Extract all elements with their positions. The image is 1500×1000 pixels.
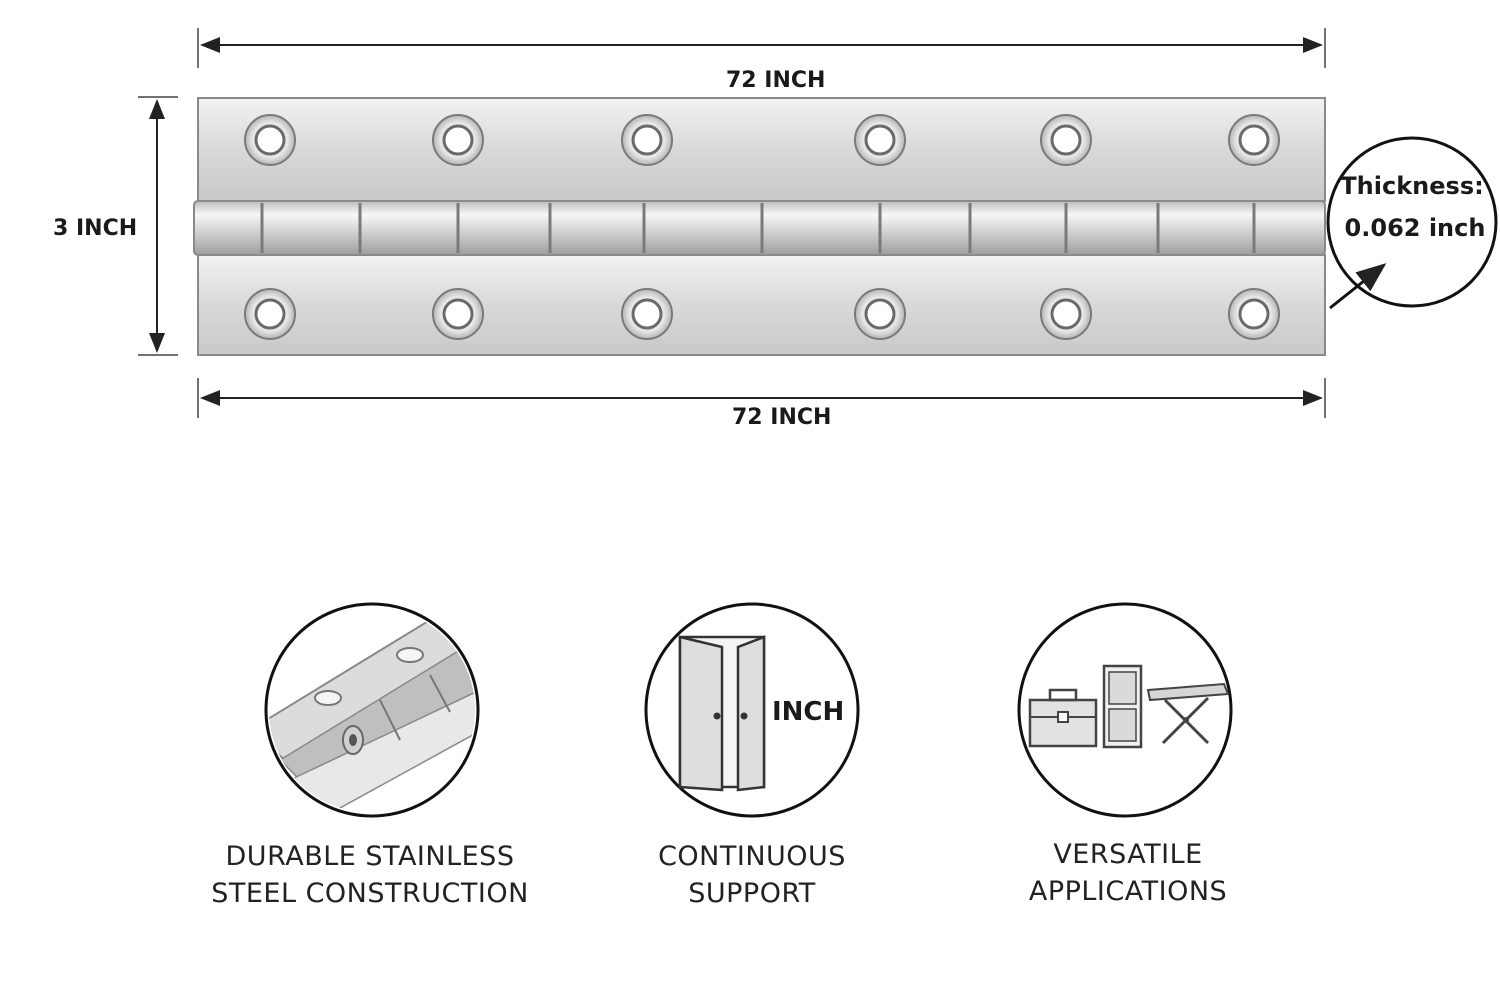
feature-continuous-line2: SUPPORT xyxy=(688,878,816,909)
knuckle-seams xyxy=(260,203,1256,253)
screw-hole xyxy=(432,114,484,166)
feature-versatile-line1: VERSATILE xyxy=(1053,839,1203,870)
feature-versatile xyxy=(1017,602,1233,818)
bottom-dimension-line xyxy=(197,378,1326,418)
screw-hole xyxy=(1040,288,1092,340)
feature-durable xyxy=(264,602,480,818)
piano-hinge xyxy=(193,97,1326,356)
length-bottom-label: 72 INCH xyxy=(732,405,832,430)
screw-hole xyxy=(621,288,673,340)
hinge-barrel xyxy=(193,200,1326,256)
feature-continuous: INCH xyxy=(644,602,860,818)
thickness-callout: Thickness: 0.062 inch xyxy=(1326,136,1498,310)
screw-hole xyxy=(1040,114,1092,166)
feature-continuous-line1: CONTINUOUS xyxy=(658,841,846,872)
feature-versatile-label: VERSATILE APPLICATIONS xyxy=(978,836,1278,910)
screw-hole xyxy=(244,114,296,166)
screw-hole xyxy=(1228,114,1280,166)
thickness-label: Thickness: xyxy=(1340,172,1483,200)
feature-durable-line2: STEEL CONSTRUCTION xyxy=(211,878,529,909)
screw-hole xyxy=(432,288,484,340)
feature-continuous-label: CONTINUOUS SUPPORT xyxy=(602,838,902,912)
feature-versatile-line2: APPLICATIONS xyxy=(1028,876,1228,907)
screw-holes xyxy=(244,114,1280,340)
thickness-value: 0.062 inch xyxy=(1345,214,1486,242)
bottom-leaf xyxy=(197,254,1326,356)
feature-durable-label: DURABLE STAINLESS STEEL CONSTRUCTION xyxy=(200,838,540,912)
screw-hole xyxy=(244,288,296,340)
door-icon xyxy=(678,635,766,792)
width-label: 3 INCH xyxy=(53,216,138,241)
width-dimension-line xyxy=(138,96,178,356)
screw-hole xyxy=(854,114,906,166)
screw-hole xyxy=(854,288,906,340)
length-top-label: 72 INCH xyxy=(726,68,826,93)
screw-hole xyxy=(621,114,673,166)
door-icon-label: INCH xyxy=(772,697,844,727)
screw-hole xyxy=(1228,288,1280,340)
applications-icon xyxy=(1028,664,1230,749)
feature-durable-line1: DURABLE STAINLESS xyxy=(225,841,515,872)
top-leaf xyxy=(197,97,1326,202)
top-dimension-line xyxy=(197,28,1326,68)
hinge-closeup-icon xyxy=(269,618,475,813)
